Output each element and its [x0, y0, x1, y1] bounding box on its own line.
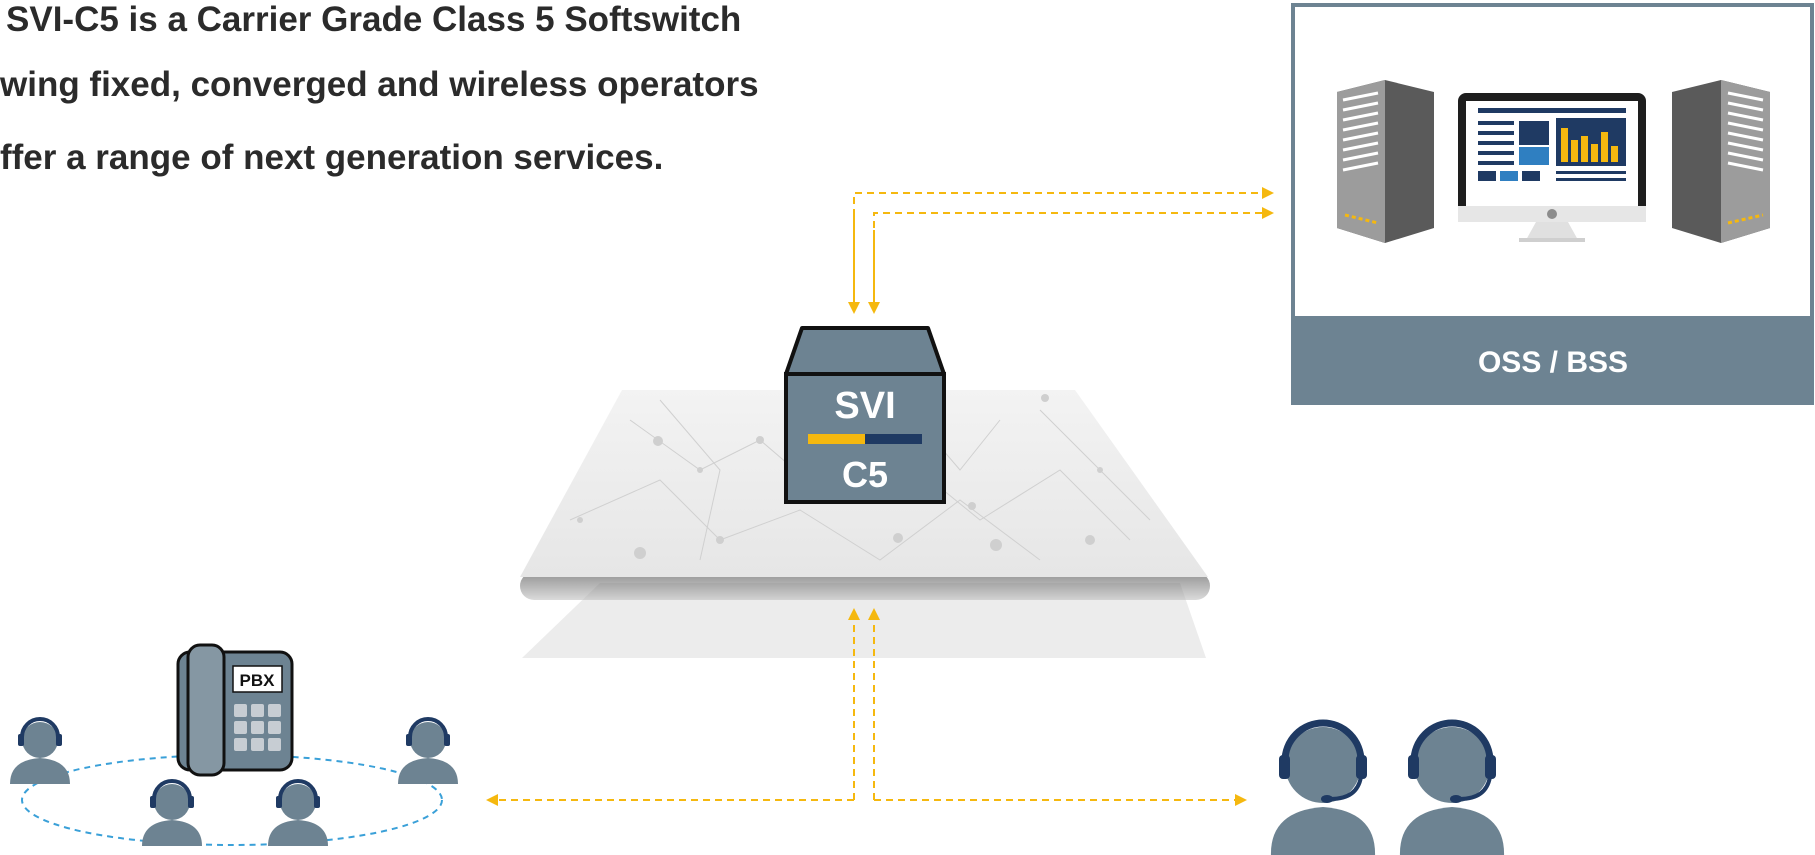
agent-headset-icon	[1400, 719, 1504, 855]
oss-bss-label: OSS / BSS	[1478, 346, 1628, 379]
monitor-icon	[1458, 93, 1646, 242]
softswitch-bottom-label: C5	[842, 454, 888, 495]
agent-headset-icon	[142, 779, 202, 846]
agent-group	[1271, 719, 1504, 855]
intro-line-2: wing fixed, converged and wireless opera…	[0, 65, 759, 104]
server-icon	[1672, 80, 1770, 243]
arrow-to-oss-2	[873, 207, 1274, 312]
pbx-phone-icon: PBX	[176, 643, 294, 777]
pbx-label: PBX	[240, 671, 276, 690]
agent-headset-icon	[10, 717, 70, 784]
intro-line-1: SVI-C5 is a Carrier Grade Class 5 Softsw…	[6, 0, 742, 39]
softswitch-box: SVI C5	[784, 326, 946, 504]
intro-line-3: ffer a range of next generation services…	[0, 138, 664, 177]
agent-headset-icon	[268, 779, 328, 846]
softswitch-top-label: SVI	[834, 385, 895, 427]
connection-arrows	[486, 187, 1274, 806]
agent-headset-icon	[1271, 719, 1375, 855]
agent-headset-icon	[398, 717, 458, 784]
server-icon	[1337, 80, 1434, 243]
arrow-to-oss	[853, 187, 1274, 312]
oss-bss-panel: OSS / BSS	[1291, 3, 1814, 405]
pbx-group: PBX	[10, 643, 458, 846]
